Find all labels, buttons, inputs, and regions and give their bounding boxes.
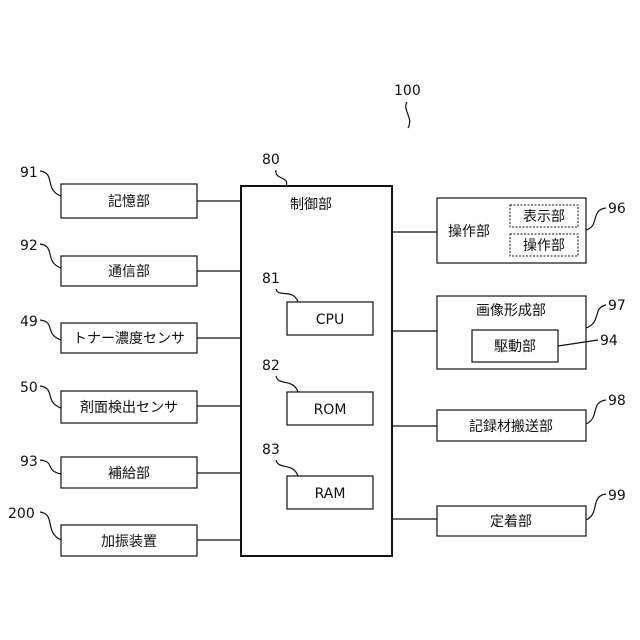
left-block-level-sensor: 剤面検出センサ 50 [20,380,241,423]
operation-sub-label: 操作部 [523,238,565,254]
cpu-ref-label: 81 [262,271,280,287]
communication-label: 通信部 [108,264,150,280]
storage-ref-label: 91 [20,165,38,181]
right-block-image-forming: 画像形成部 駆動部 97 94 [392,296,626,369]
communication-ref-label: 92 [20,238,38,254]
storage-label: 記憶部 [108,193,150,210]
level-sensor-ref-label: 50 [20,380,38,396]
left-block-communication: 通信部 92 [20,238,241,286]
toner-sensor-label: トナー濃度センサ [73,331,185,347]
supply-ref-label: 93 [20,454,38,470]
ram-ref-label: 83 [262,442,280,458]
controller-ref-label: 80 [262,152,280,168]
storage-ref-leader [40,171,61,196]
fixing-label: 定着部 [490,514,532,530]
vibration-device-label: 加振装置 [101,534,157,550]
right-block-recording-transport: 記録材搬送部 98 [392,393,626,441]
operation-unit-ref-leader [586,208,606,230]
system-ref-label: 100 [394,83,421,99]
recording-transport-label: 記録材搬送部 [469,418,553,435]
ram-label: RAM [315,486,346,502]
controller-ref-leader [276,170,287,186]
fixing-ref-label: 99 [608,488,626,504]
fixing-ref-leader [586,494,606,520]
system-ref-leader [406,102,410,128]
level-sensor-label: 剤面検出センサ [80,400,178,416]
recording-transport-ref-leader [586,400,606,424]
drive-label: 駆動部 [494,339,536,355]
vibration-device-ref-label: 200 [8,506,35,522]
left-block-supply: 補給部 93 [20,454,241,488]
controller-label: 制御部 [290,197,332,213]
display-label: 表示部 [523,209,565,225]
rom-ref-label: 82 [262,358,280,374]
left-block-toner-sensor: トナー濃度センサ 49 [20,314,241,353]
operation-unit-ref-label: 96 [608,201,626,217]
image-forming-label: 画像形成部 [476,303,546,319]
level-sensor-ref-leader [40,386,61,408]
cpu-label: CPU [316,312,344,328]
recording-transport-ref-label: 98 [608,393,626,409]
toner-sensor-ref-label: 49 [20,314,38,330]
drive-ref-label: 94 [600,333,618,349]
right-block-operation-unit: 操作部 表示部 操作部 96 [392,198,626,263]
right-block-fixing: 定着部 99 [392,488,626,536]
image-forming-ref-leader [586,305,606,328]
rom-label: ROM [314,402,347,418]
controller-block: 制御部 80 CPU 81 ROM 82 RAM 83 [241,152,392,556]
supply-label: 補給部 [108,466,150,482]
left-block-vibration-device: 加振装置 200 [8,506,241,556]
operation-unit-label: 操作部 [448,224,490,240]
toner-sensor-ref-leader [40,320,61,340]
communication-ref-leader [40,244,61,268]
left-block-storage: 記憶部 91 [20,165,241,218]
image-forming-ref-label: 97 [608,298,626,314]
vibration-device-ref-leader [40,512,61,540]
supply-ref-leader [40,460,61,474]
